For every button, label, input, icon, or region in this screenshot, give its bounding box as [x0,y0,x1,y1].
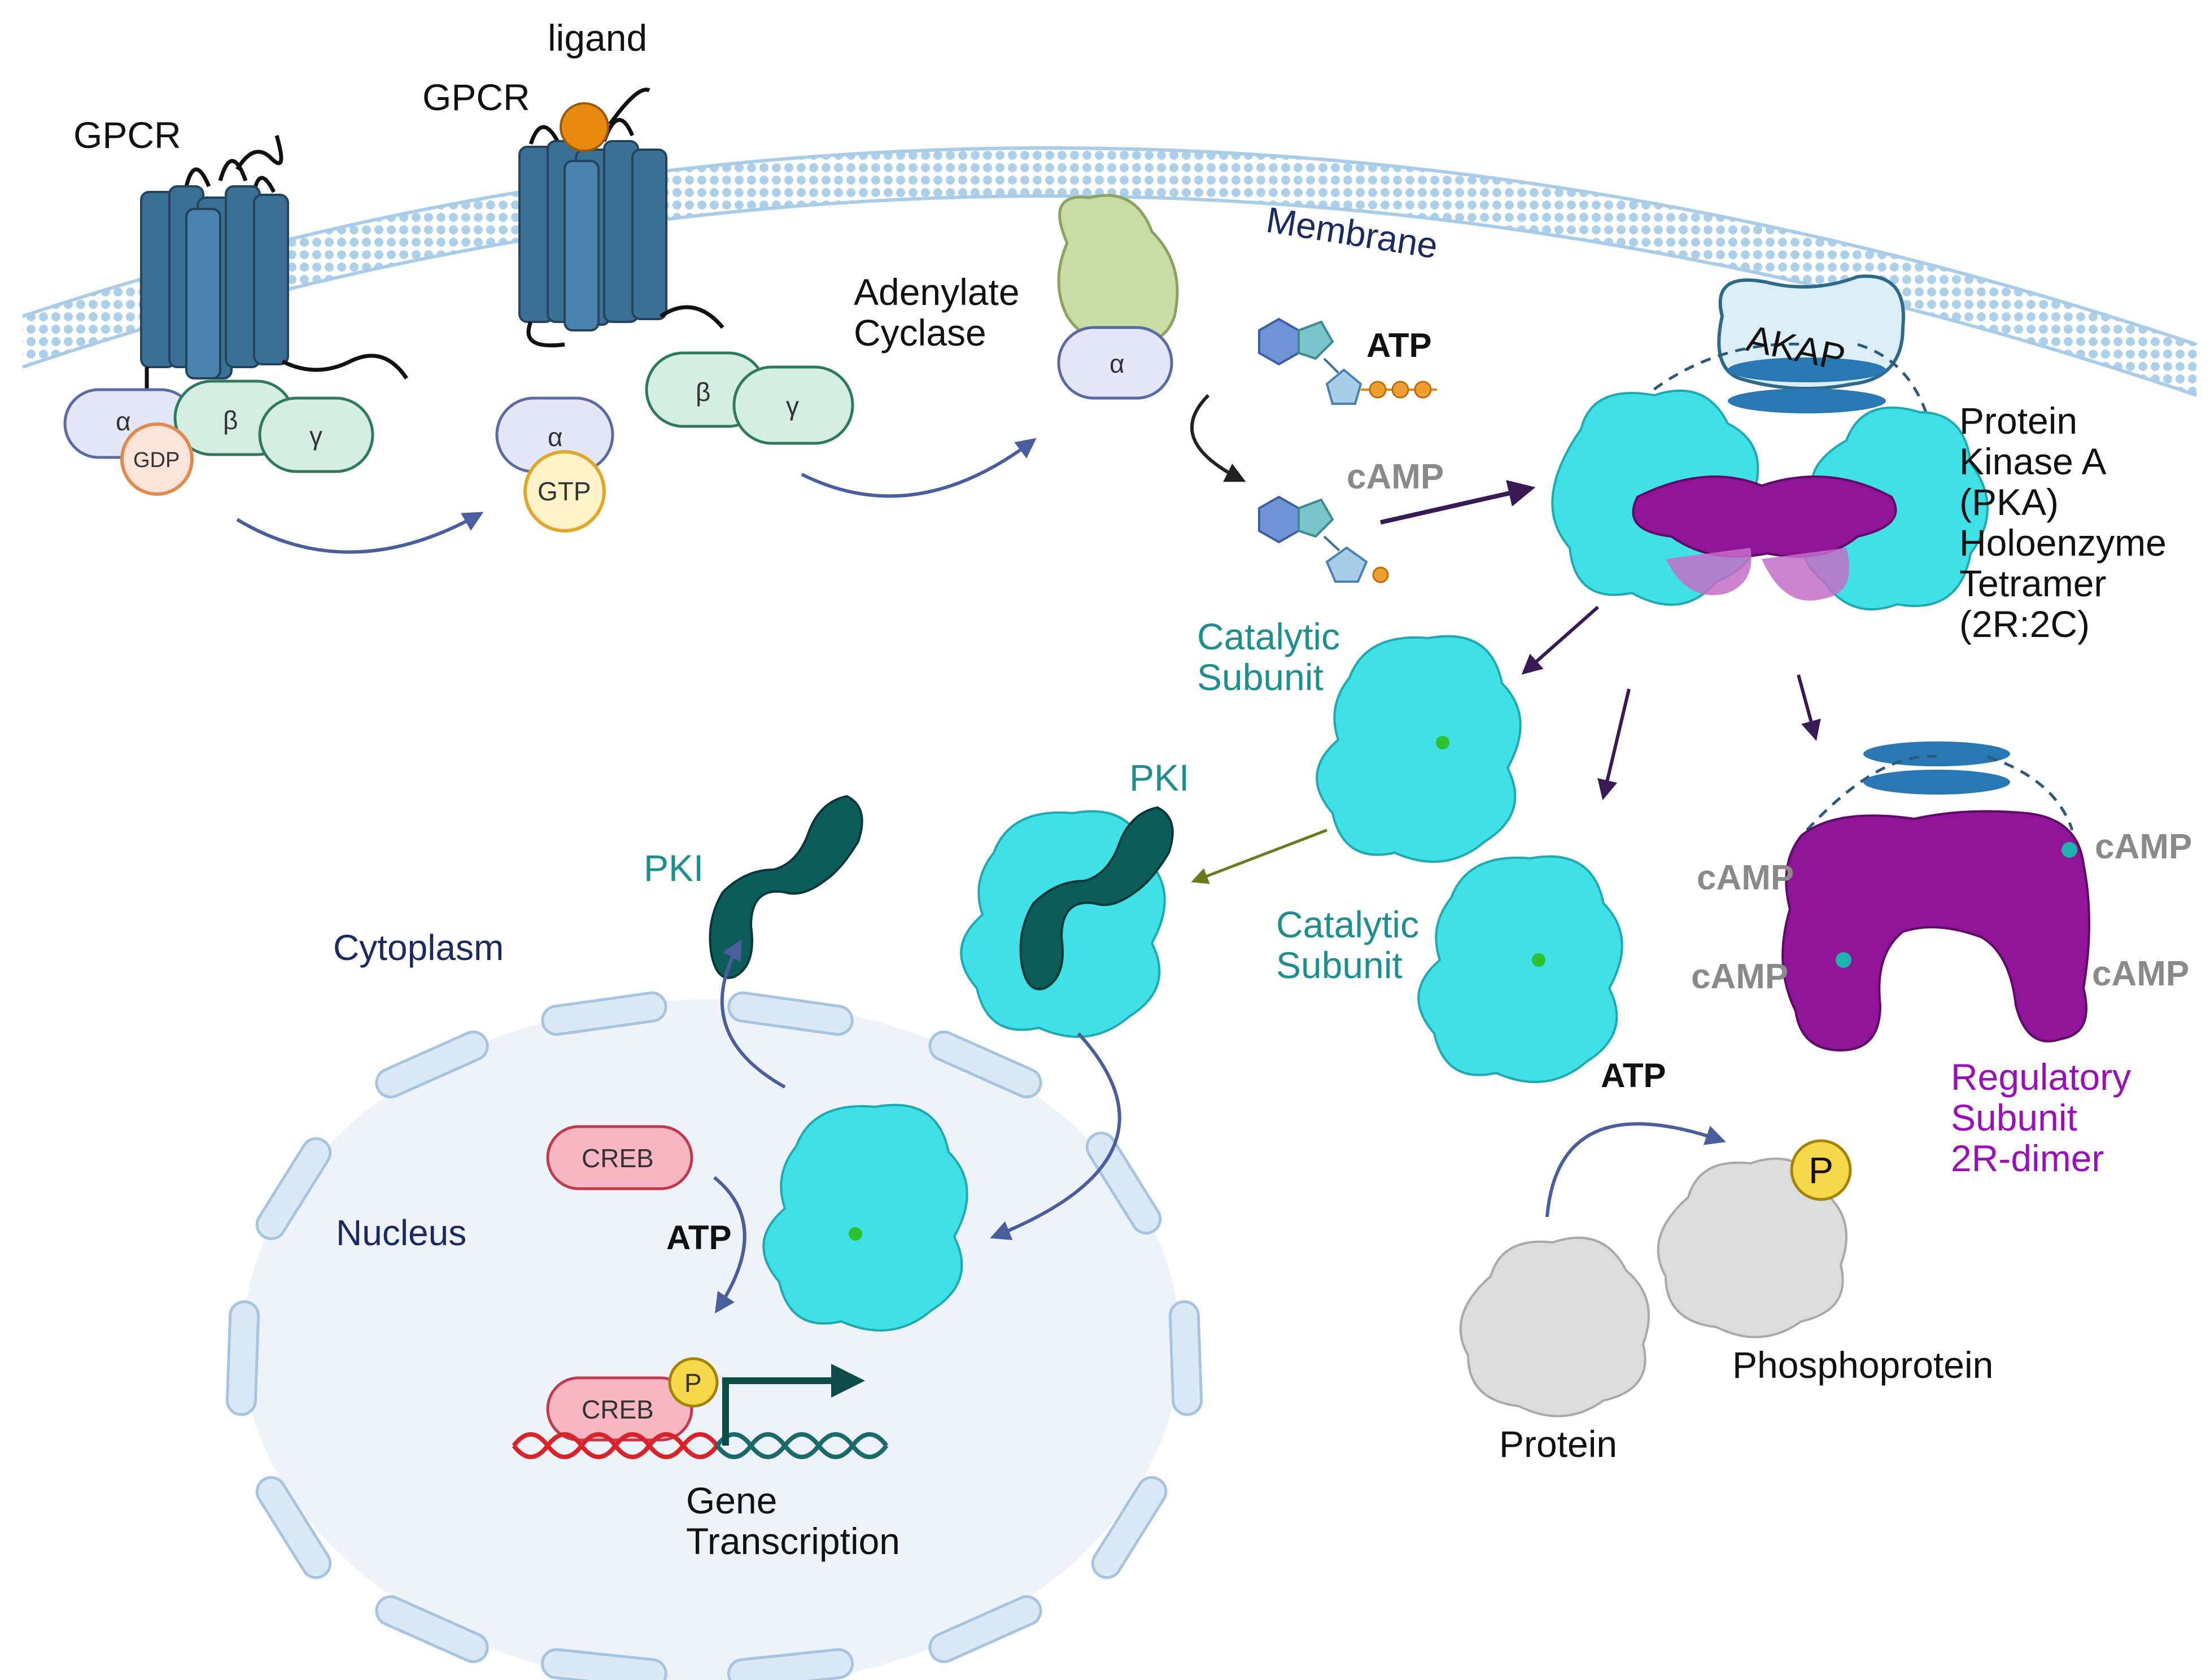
svg-text:GDP: GDP [133,448,180,472]
svg-text:P: P [1809,1149,1833,1191]
arrow-gdp-to-gtp [236,512,484,554]
g-protein-trimer: α β γ GDP [63,379,374,496]
pka-holoenzyme [1551,389,1989,610]
camp-r4-label: cAMP [2092,954,2189,993]
protein [1459,1236,1650,1417]
cyclase-label: Cyclase [854,312,986,354]
camp-r2-label: cAMP [2095,827,2192,866]
svg-text:(2R:2C): (2R:2C) [1959,603,2090,645]
gpcr-active [518,88,724,348]
svg-text:GTP: GTP [538,477,591,506]
catalytic-subunit-1 [1316,635,1522,863]
svg-text:γ: γ [309,421,322,451]
arrow-camp-to-pka [1380,480,1536,525]
g-beta-gamma: β γ [645,351,854,445]
g-alpha-gtp: α GTP [495,396,614,533]
adenylate-cyclase: α [1057,194,1179,400]
pka-label-block: Protein Kinase A (PKA) Holoenzyme Tetram… [1959,400,2167,645]
atp-top-label: ATP [1366,326,1432,364]
atp-nucleus-label: ATP [666,1219,732,1256]
arrow-pka-to-regulatory [1797,674,1821,741]
arrow-pka-to-catalytic2 [1597,688,1631,801]
svg-text:CREB: CREB [582,1144,654,1173]
arrow-creb-phosphorylation [713,1176,746,1314]
svg-text:β: β [696,377,710,407]
catalytic-subunit-2 [1417,855,1623,1083]
catalytic2-line1: Catalytic [1276,904,1419,945]
camp-r3-label: cAMP [1691,957,1788,996]
nucleus-label: Nucleus [336,1212,466,1253]
svg-text:P: P [684,1368,702,1398]
creb-unphosphorylated: CREB [546,1125,693,1190]
regulatory-line3: 2R-dimer [1951,1137,2104,1179]
arrow-to-adenylate [801,438,1037,498]
camp-top-label: cAMP [1347,457,1444,496]
svg-text:Holoenzyme: Holoenzyme [1959,522,2167,564]
svg-text:Protein: Protein [1959,400,2077,442]
regulatory-dimer [1781,741,2090,1052]
atp-molecule [1258,317,1437,405]
svg-text:α: α [116,407,131,436]
akap-anchor [1625,274,1933,430]
atp-protein-label: ATP [1601,1057,1666,1094]
gpcr-inactive [140,135,408,401]
arrow-protein-phosphorylation [1545,1122,1726,1218]
arrow-atp-to-camp [1190,394,1246,482]
catalytic2-line2: Subunit [1276,944,1403,986]
catalytic1-line2: Subunit [1197,656,1324,698]
svg-text:γ: γ [786,391,799,421]
phosphoprotein: P [1657,1139,1852,1338]
pki-free [709,795,863,979]
ligand-label: ligand [548,17,647,59]
gpcr-left-label: GPCR [73,114,181,156]
svg-text:β: β [223,405,238,435]
pki-left-label: PKI [644,847,704,889]
protein-label: Protein [1499,1423,1617,1465]
catalytic-pki-complex [960,806,1174,1038]
arrow-nucleus-exit [720,939,786,1089]
svg-text:(PKA): (PKA) [1959,481,2059,523]
svg-text:Tetramer: Tetramer [1959,562,2106,604]
arrow-nucleus-entry [990,1032,1121,1241]
nucleus [225,991,1203,1680]
gene-line2: Transcription [686,1520,900,1562]
camp-r1-label: cAMP [1697,858,1794,897]
svg-text:CREB: CREB [582,1395,654,1424]
catalytic1-line1: Catalytic [1197,616,1340,657]
phosphoprotein-label: Phosphoprotein [1732,1344,1993,1386]
svg-text:Kinase A: Kinase A [1959,440,2107,482]
cytoplasm-label: Cytoplasm [333,927,504,968]
ligand-icon [560,102,609,152]
svg-text:α: α [548,422,563,452]
arrow-catalytic-to-pki [1191,828,1327,884]
catalytic-subunit-nuclear [762,1103,968,1332]
gpcr-right-label: GPCR [422,76,530,118]
gene-line1: Gene [686,1480,777,1521]
pki-right-label: PKI [1129,757,1189,798]
arrow-pka-to-catalytic1 [1521,605,1599,675]
regulatory-line2: Subunit [1951,1097,2077,1138]
adenylate-label: Adenylate [854,271,1020,313]
dna-helix [512,1364,889,1459]
camp-molecule [1258,495,1389,583]
svg-text:α: α [1110,349,1125,378]
regulatory-line1: Regulatory [1951,1056,2131,1098]
